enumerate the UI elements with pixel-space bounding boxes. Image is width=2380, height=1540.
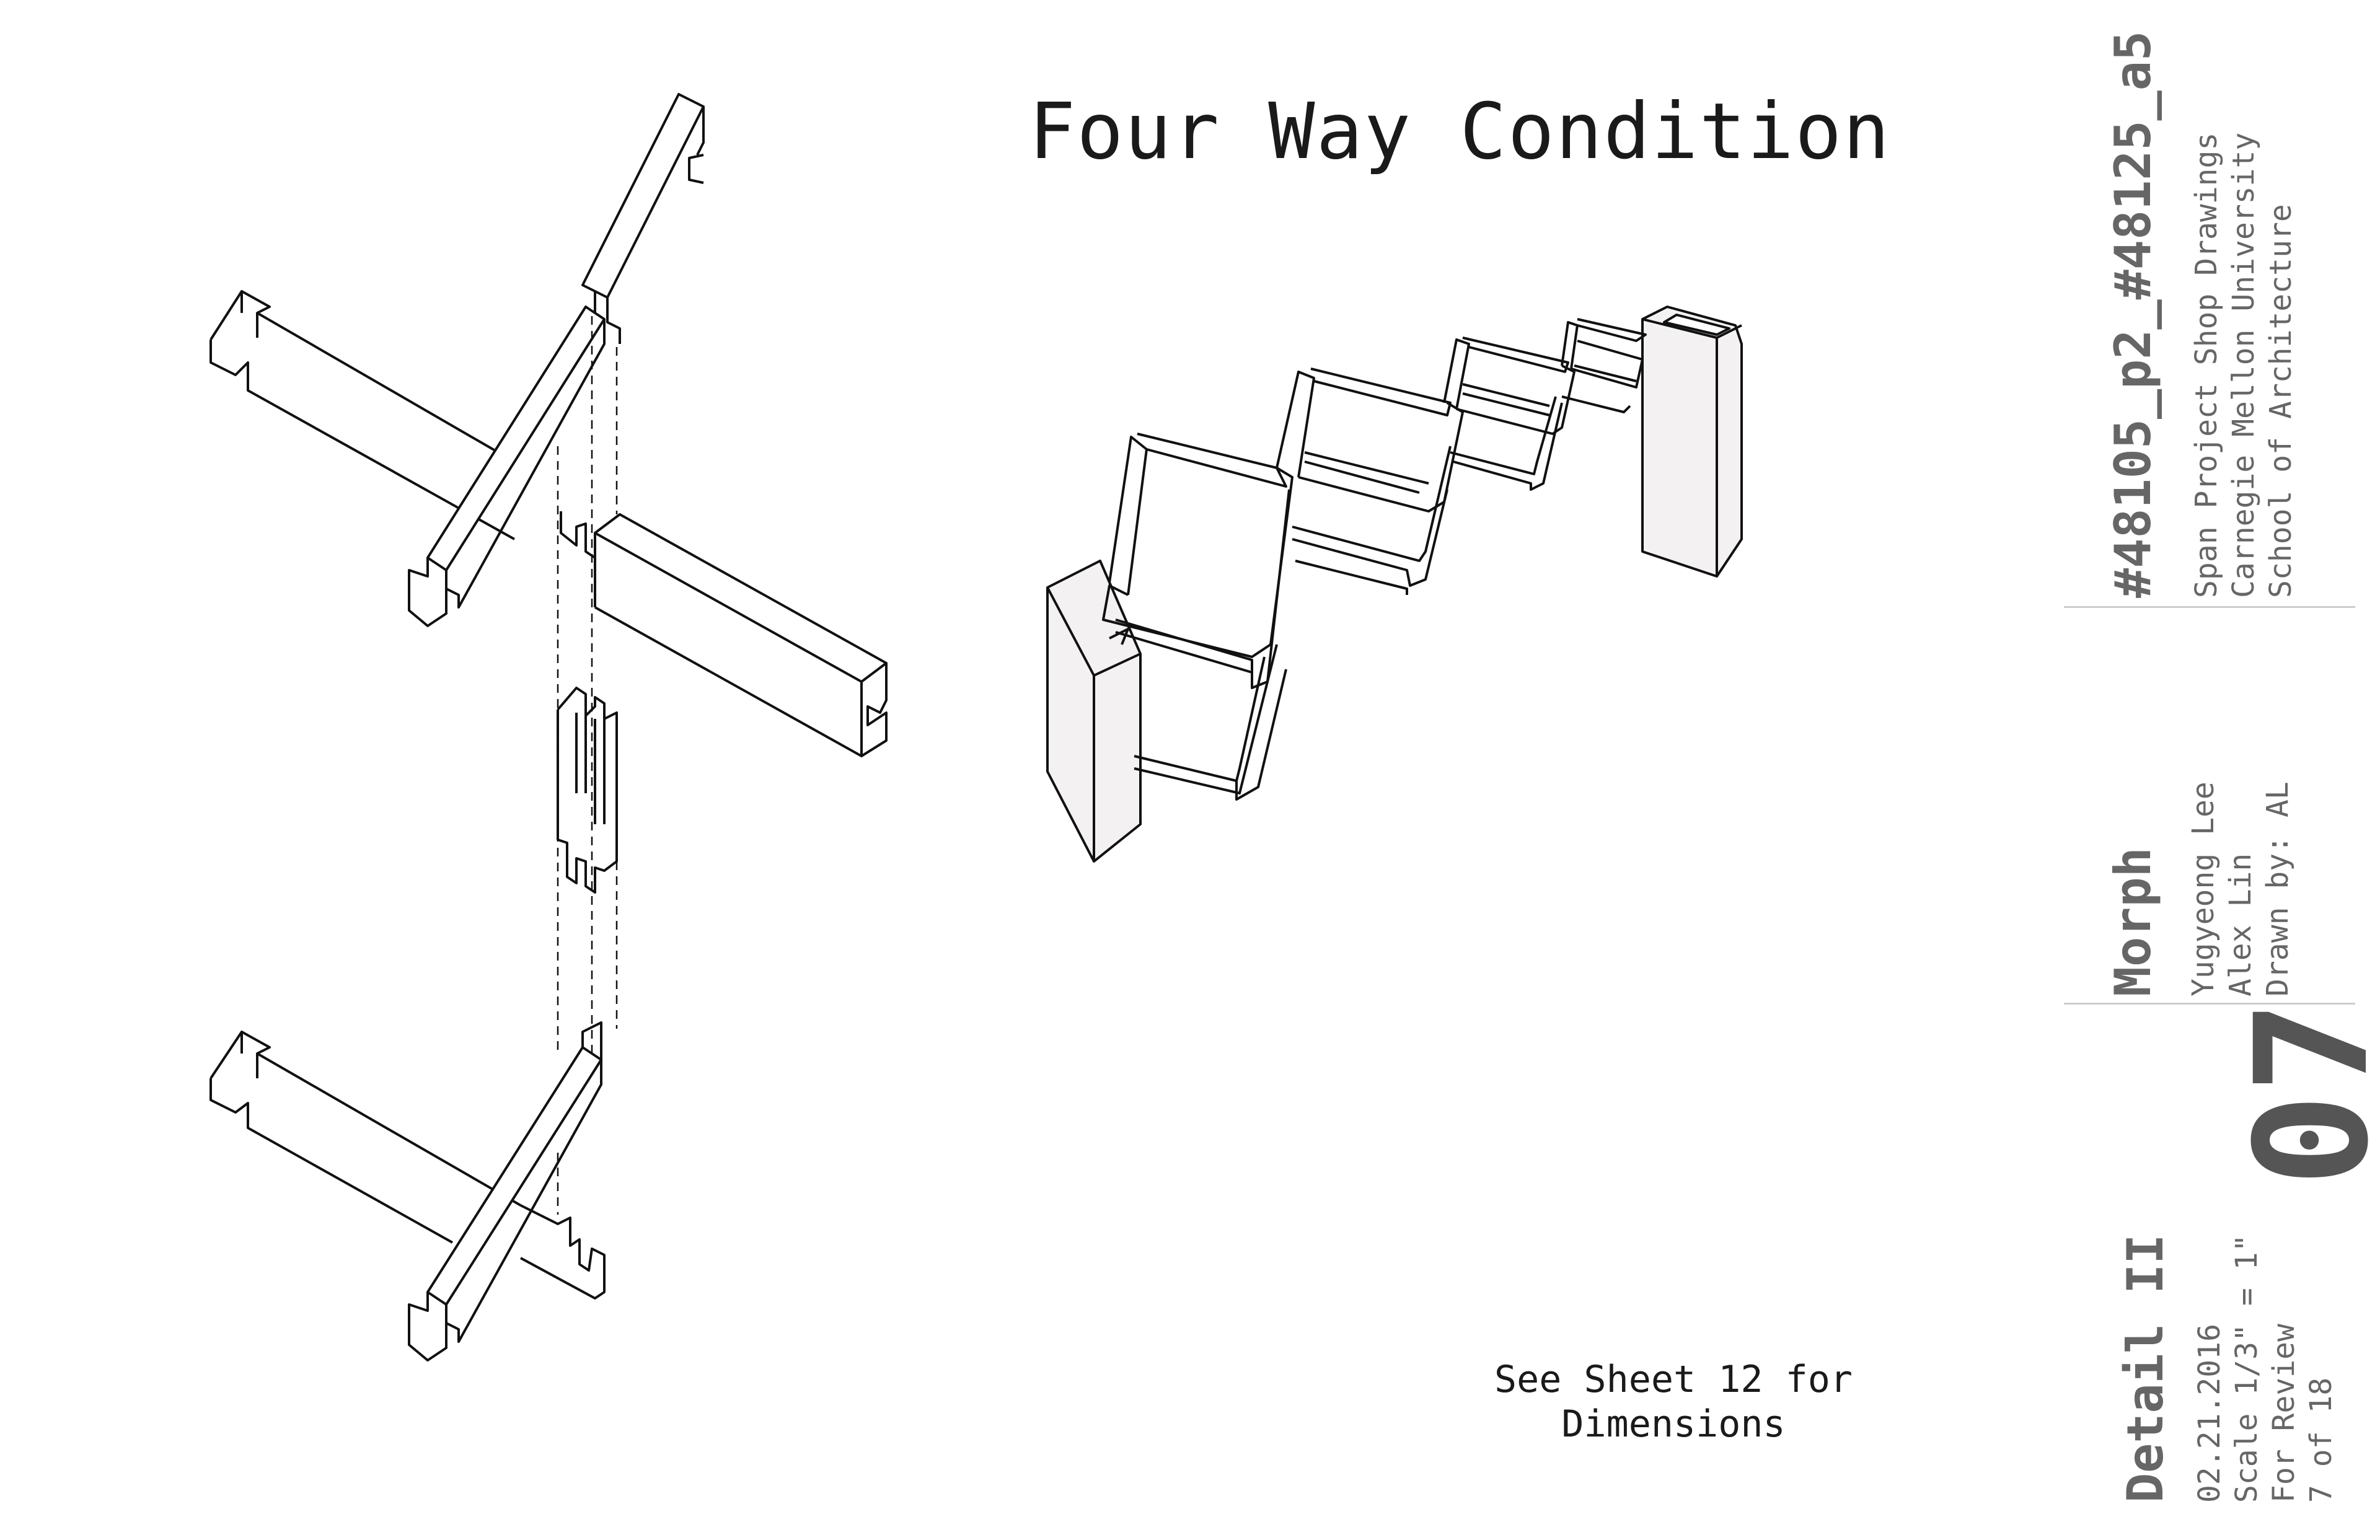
upper-beam-rising — [581, 93, 705, 344]
upper-beam-right — [594, 513, 888, 757]
alignment-dashes — [557, 316, 618, 1215]
upper-beam-cross — [408, 306, 606, 627]
right-column — [1641, 306, 1743, 578]
project-number: #48105_p2_#48125_a5 — [2104, 30, 2162, 598]
title-block-divider-top — [2064, 606, 2355, 608]
left-column — [1046, 560, 1142, 863]
post-connector — [557, 511, 618, 894]
sheet-title: Detail II — [2117, 1234, 2174, 1503]
people-lines: Yugyeong Lee Alex Lin Drawn by: AL — [2186, 781, 2295, 997]
sheet-lines: 02.21.2016 Scale 1/3" = 1" For Review 7 … — [2192, 1234, 2338, 1503]
dimensions-note: See Sheet 12 for Dimensions — [1494, 1358, 1853, 1446]
lower-beam-left — [209, 1031, 521, 1244]
title-block-divider-mid — [2064, 1003, 2355, 1005]
project-name: Morph — [2104, 847, 2162, 997]
frame-bay-4 — [1561, 318, 1647, 413]
lower-beam-cross — [408, 1021, 606, 1362]
drawing-title: Four Way Condition — [1029, 87, 1891, 177]
project-lines: Span Project Shop Drawings Carnegie Mell… — [2189, 132, 2298, 598]
frame-bay-3 — [1443, 337, 1576, 491]
frame-bay-1 — [1102, 433, 1294, 801]
sheet-number: 07 — [2222, 1000, 2380, 1187]
frame-bay-2 — [1276, 367, 1464, 595]
upper-beam-left — [209, 290, 516, 540]
